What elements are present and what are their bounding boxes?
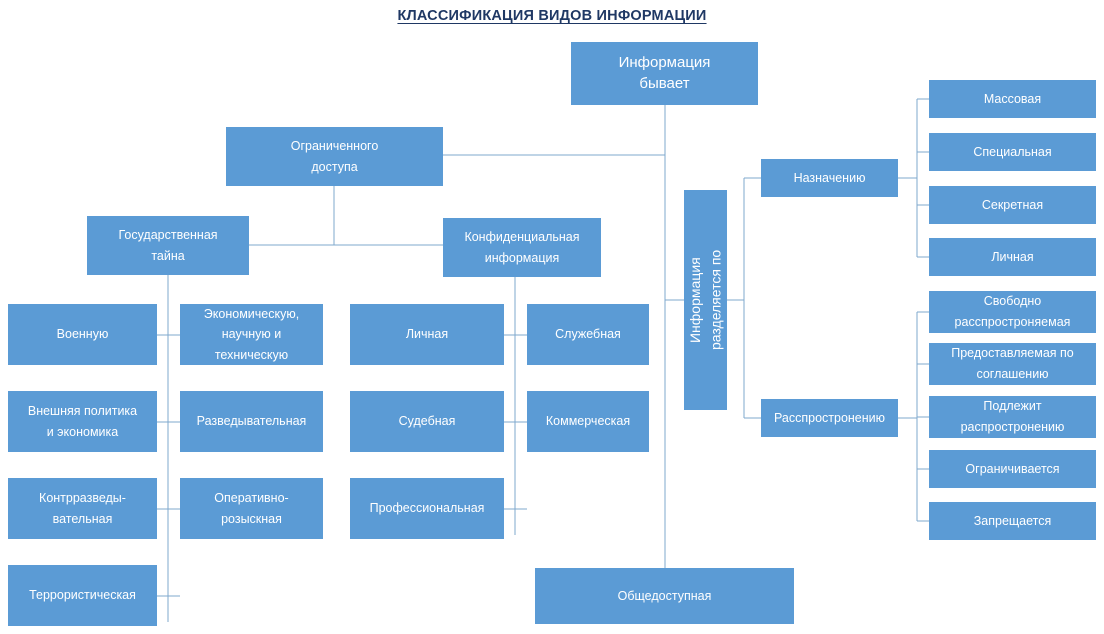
node-label: Предоставляемая по соглашению	[951, 346, 1074, 381]
node-label: Секретная	[981, 197, 1044, 212]
node-label: Оперативно- розыскная	[214, 490, 289, 526]
node-label: Террористическая	[29, 588, 136, 603]
node-state-secret-child[interactable]: Террористическая	[8, 565, 157, 626]
node-restricted-access-label: Ограниченного доступа	[290, 138, 379, 174]
node-restricted-access[interactable]: Ограниченного доступа	[226, 127, 443, 186]
node-distribution-child[interactable]: Подлежит распростронению	[929, 396, 1096, 438]
node-label: Массовая	[983, 91, 1042, 106]
node-state-secret-child[interactable]: Контрразведы- вательная	[8, 478, 157, 539]
node-label: Профессиональная	[369, 501, 485, 516]
node-label: Личная	[991, 249, 1034, 264]
node-purpose-child[interactable]: Личная	[929, 238, 1096, 276]
page-title: КЛАССИФИКАЦИЯ ВИДОВ ИНФОРМАЦИИ	[397, 8, 707, 24]
node-state-secret[interactable]: Государственная тайна	[87, 216, 249, 275]
node-label: Контрразведы- вательная	[39, 490, 126, 526]
node-by-distribution-label: Расспростронению	[773, 410, 886, 425]
node-state-secret-label: Государственная тайна	[118, 227, 218, 263]
node-label: Военную	[56, 327, 109, 342]
node-by-distribution[interactable]: Расспростронению	[761, 399, 898, 437]
node-label: Служебная	[555, 327, 621, 342]
node-confidential-child[interactable]: Судебная	[350, 391, 504, 452]
node-division-by[interactable]: Информация разделяется по	[684, 190, 727, 410]
node-confidential-child[interactable]: Личная	[350, 304, 504, 365]
node-state-secret-child[interactable]: Разведывательная	[180, 391, 323, 452]
node-label: Внешняя политика и экономика	[27, 403, 138, 439]
node-label: Запрещается	[973, 513, 1052, 528]
node-distribution-child[interactable]: Ограничивается	[929, 450, 1096, 488]
node-confidential-child[interactable]: Коммерческая	[527, 391, 649, 452]
node-label: Подлежит распростронению	[960, 399, 1065, 434]
node-state-secret-child[interactable]: Внешняя политика и экономика	[8, 391, 157, 452]
node-confidential-label: Конфиденциальная информация	[464, 229, 580, 265]
node-label: Специальная	[973, 144, 1052, 159]
node-label: Личная	[405, 327, 449, 342]
node-confidential-child[interactable]: Служебная	[527, 304, 649, 365]
node-purpose-child[interactable]: Секретная	[929, 186, 1096, 224]
node-public-label: Общедоступная	[617, 588, 712, 603]
node-root-label: Информация бывает	[618, 54, 711, 92]
node-label: Экономическую, научную и техническую	[203, 306, 300, 362]
node-label: Судебная	[398, 414, 456, 429]
node-by-purpose[interactable]: Назначению	[761, 159, 898, 197]
node-confidential[interactable]: Конфиденциальная информация	[443, 218, 601, 277]
node-distribution-child[interactable]: Свободно расспростроняемая	[929, 291, 1096, 333]
node-distribution-child[interactable]: Запрещается	[929, 502, 1096, 540]
node-public[interactable]: Общедоступная	[535, 568, 794, 624]
node-division-by-label: Информация разделяется по	[687, 249, 724, 351]
node-purpose-child[interactable]: Массовая	[929, 80, 1096, 118]
node-state-secret-child[interactable]: Военную	[8, 304, 157, 365]
node-distribution-child[interactable]: Предоставляемая по соглашению	[929, 343, 1096, 385]
node-label: Свободно расспростроняемая	[954, 294, 1071, 329]
node-confidential-child[interactable]: Профессиональная	[350, 478, 504, 539]
node-root[interactable]: Информация бывает	[571, 42, 758, 105]
node-label: Ограничивается	[965, 461, 1060, 476]
node-purpose-child[interactable]: Специальная	[929, 133, 1096, 171]
node-label: Разведывательная	[196, 414, 307, 429]
node-label: Коммерческая	[545, 414, 631, 429]
node-by-purpose-label: Назначению	[793, 170, 866, 185]
node-state-secret-child[interactable]: Оперативно- розыскная	[180, 478, 323, 539]
node-state-secret-child[interactable]: Экономическую, научную и техническую	[180, 304, 323, 365]
